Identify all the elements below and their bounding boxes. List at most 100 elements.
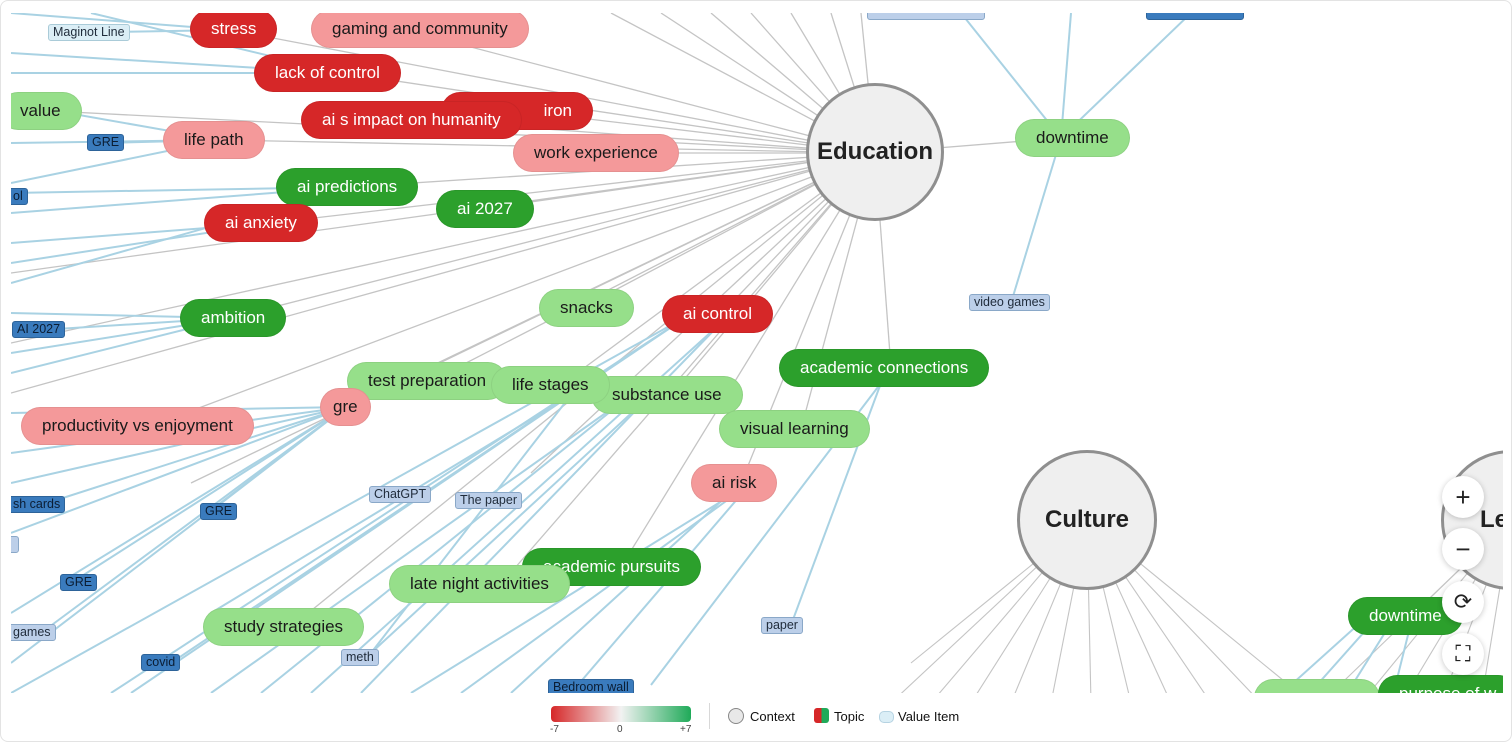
edge-layer xyxy=(11,13,1503,693)
graph-canvas[interactable]: Education Culture Lei Maginot Line GRE o… xyxy=(11,13,1503,693)
edge xyxy=(960,13,1062,139)
zoom-in-button[interactable]: + xyxy=(1442,476,1484,518)
edge xyxy=(210,394,632,693)
topic-visual-learning[interactable]: visual learning xyxy=(719,410,870,448)
topic-ai-impact-on-humanity[interactable]: ai s impact on humanity xyxy=(301,101,522,139)
topic-work-experience[interactable]: work experience xyxy=(513,134,679,172)
context-legend-label: Context xyxy=(750,709,795,724)
topic-node[interactable] xyxy=(1254,679,1380,693)
edge xyxy=(570,482,752,693)
topic-legend-label: Topic xyxy=(834,709,865,724)
reset-view-button[interactable]: ⟳ xyxy=(1442,581,1484,623)
context-label: Education xyxy=(816,138,933,165)
edge xyxy=(430,152,876,382)
topic-gaming-and-community[interactable]: gaming and community xyxy=(311,13,529,48)
value-item-gre[interactable]: GRE xyxy=(87,134,125,151)
edge xyxy=(260,394,632,693)
edge xyxy=(11,406,347,534)
edge xyxy=(1010,137,1062,304)
value-item-ai-2027[interactable]: AI 2027 xyxy=(12,321,66,338)
edge xyxy=(342,72,876,154)
edge xyxy=(1060,13,1072,139)
edge xyxy=(1060,13,1192,139)
value-item-gre[interactable]: GRE xyxy=(200,503,238,520)
fit-to-screen-button[interactable]: ⛶ xyxy=(1442,633,1484,675)
topic-purpose-of-work[interactable]: purpose of w xyxy=(1378,675,1503,693)
context-label: Culture xyxy=(1045,506,1129,533)
value-item-flash-cards[interactable]: sh cards xyxy=(11,496,66,513)
value-item-the-paper[interactable]: The paper xyxy=(455,492,522,509)
zoom-out-button[interactable]: − xyxy=(1442,528,1484,570)
minus-icon: − xyxy=(1455,533,1471,564)
value-item-covid[interactable]: covid xyxy=(141,654,181,671)
topic-ai-anxiety[interactable]: ai anxiety xyxy=(204,204,318,242)
edge xyxy=(1482,565,1503,693)
value-item-swatch-icon xyxy=(879,711,894,723)
value-item[interactable]: ol xyxy=(11,188,28,205)
topic-late-night-activities[interactable]: late night activities xyxy=(389,565,570,603)
edge xyxy=(405,29,876,154)
scale-min-label: -7 xyxy=(550,724,559,735)
value-item-legend-label: Value Item xyxy=(898,709,960,724)
topic-substance-use[interactable]: substance use xyxy=(591,376,743,414)
context-node-culture[interactable]: Culture xyxy=(1017,450,1157,590)
value-item-video-games[interactable]: video games xyxy=(969,294,1050,311)
legend: -7 0 +7 Context Topic Value Item xyxy=(1,693,1511,741)
topic-ai-predictions[interactable]: ai predictions xyxy=(276,168,419,206)
edge xyxy=(150,152,876,427)
edge xyxy=(500,152,876,585)
edge xyxy=(130,394,572,693)
edge xyxy=(620,152,876,568)
edge xyxy=(230,152,876,319)
context-label: Lei xyxy=(1480,506,1503,533)
edge xyxy=(190,152,876,484)
edge xyxy=(270,152,876,224)
topic-ai-2027[interactable]: ai 2027 xyxy=(436,190,534,228)
edge xyxy=(370,394,652,654)
refresh-icon: ⟳ xyxy=(1453,589,1473,614)
context-swatch-icon xyxy=(728,708,744,724)
topic-gre[interactable]: gre xyxy=(320,388,371,426)
topic-study-strategies[interactable]: study strategies xyxy=(203,608,365,646)
topic-downtime[interactable]: downtime xyxy=(1015,119,1130,157)
topic-academic-connections[interactable]: academic connections xyxy=(779,349,990,387)
value-item[interactable] xyxy=(1146,13,1244,20)
topic-life-path[interactable]: life path xyxy=(163,121,265,159)
scale-mid-label: 0 xyxy=(617,724,623,735)
topic-lack-of-control[interactable]: lack of control xyxy=(254,54,401,92)
topic-snacks[interactable]: snacks xyxy=(539,289,634,327)
topic-ai-control[interactable]: ai control xyxy=(662,295,773,333)
edge xyxy=(510,482,742,693)
value-item-maginot-line[interactable]: Maginot Line xyxy=(48,24,130,41)
topic-test-preparation[interactable]: test preparation xyxy=(347,362,508,400)
edge xyxy=(11,152,876,394)
topic-ai-risk[interactable]: ai risk xyxy=(691,464,778,502)
edge xyxy=(11,152,876,344)
value-item[interactable] xyxy=(11,536,19,553)
edge xyxy=(11,406,347,664)
edge xyxy=(40,406,347,506)
value-item[interactable] xyxy=(867,13,985,20)
value-item-bedroom-wall[interactable]: Bedroom wall xyxy=(548,679,634,693)
edge xyxy=(210,394,572,614)
value-item-chatgpt[interactable]: ChatGPT xyxy=(369,486,432,503)
topic-ambition[interactable]: ambition xyxy=(180,299,287,337)
edge xyxy=(11,406,347,484)
topic-life-stages[interactable]: life stages xyxy=(491,366,610,404)
legend-divider xyxy=(709,703,710,729)
sentiment-scale-bar xyxy=(551,706,691,722)
topic-stress[interactable]: stress xyxy=(190,13,278,48)
topic-swatch-icon xyxy=(814,708,829,723)
topic-productivity-vs-enjoyment[interactable]: productivity vs enjoyment xyxy=(21,407,254,445)
edge xyxy=(230,29,876,154)
value-item-paper[interactable]: paper xyxy=(761,617,803,634)
context-node-education[interactable]: Education xyxy=(806,83,944,221)
value-item-games[interactable]: games xyxy=(11,624,56,641)
edge xyxy=(410,482,752,693)
value-item-meth[interactable]: meth xyxy=(341,649,379,666)
expand-icon: ⛶ xyxy=(1455,641,1471,666)
value-item-gre[interactable]: GRE xyxy=(60,574,98,591)
scale-max-label: +7 xyxy=(680,724,692,735)
topic-value[interactable]: value xyxy=(11,92,82,130)
